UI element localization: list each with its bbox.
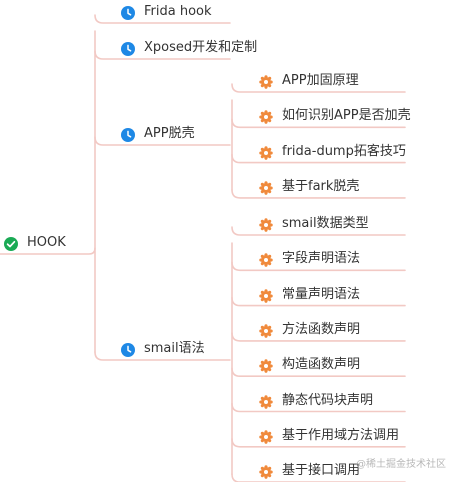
gear-icon <box>259 429 273 444</box>
leaf-node[interactable]: 基于fark脱壳 <box>259 176 359 198</box>
gear-icon <box>259 323 273 338</box>
branch-node-label: smail语法 <box>144 341 205 356</box>
leaf-node-label: 基于接口调用 <box>282 463 361 479</box>
clock-icon <box>121 342 135 357</box>
leaf-node-label: 字段声明语法 <box>282 251 361 267</box>
leaf-connector <box>231 438 406 448</box>
branch-node[interactable]: APP脱壳 <box>121 123 195 145</box>
leaf-connector <box>231 261 406 272</box>
leaf-connector <box>231 189 406 199</box>
clock-icon <box>121 127 135 142</box>
leaf-connector <box>231 296 406 307</box>
leaf-node-label: 如何识别APP是否加壳 <box>282 108 411 124</box>
leaf-node[interactable]: 常量声明语法 <box>259 284 360 306</box>
leaf-node[interactable]: 方法函数声明 <box>259 319 360 341</box>
leaf-connector <box>231 226 406 236</box>
branch-node[interactable]: Frida hook <box>121 1 212 23</box>
branch-connector <box>94 50 231 60</box>
leaf-node-label: frida-dump拓客技巧 <box>282 143 406 159</box>
leaf-node[interactable]: 基于作用域方法调用 <box>259 425 399 447</box>
leaf-connector <box>231 473 406 482</box>
leaf-connector <box>231 367 406 377</box>
leaf-node[interactable]: 基于接口调用 <box>259 460 360 482</box>
leaf-node-label: 静态代码块声明 <box>282 392 374 408</box>
leaf-connector <box>231 118 406 129</box>
leaf-connector <box>231 402 406 413</box>
gear-icon <box>259 252 273 268</box>
branch-connector <box>94 14 231 24</box>
branch-connector <box>94 136 231 146</box>
leaf-connector <box>231 83 406 93</box>
gear-icon <box>259 109 273 125</box>
leaf-node[interactable]: 静态代码块声明 <box>259 390 373 412</box>
leaf-node-label: smail数据类型 <box>282 216 369 231</box>
leaf-node[interactable]: APP加固原理 <box>259 70 359 92</box>
leaf-connector <box>231 332 406 342</box>
leaf-node[interactable]: 字段声明语法 <box>259 248 360 270</box>
branch-node-label: Frida hook <box>144 4 212 19</box>
clock-icon <box>121 5 135 20</box>
root-node[interactable]: HOOK <box>4 232 66 254</box>
clock-icon <box>121 41 135 56</box>
leaf-connector <box>231 153 406 164</box>
branch-node[interactable]: Xposed开发和定制 <box>121 37 257 59</box>
branch-node-label: APP脱壳 <box>144 126 195 141</box>
check-circle-icon <box>4 236 18 251</box>
gear-icon <box>259 180 273 195</box>
gear-icon <box>259 145 273 160</box>
leaf-node-label: 常量声明语法 <box>282 286 361 302</box>
leaf-node-label: 基于作用域方法调用 <box>282 427 400 443</box>
watermark: @稀土掘金技术社区 <box>356 459 446 470</box>
branch-connector <box>94 351 231 361</box>
branch-node[interactable]: smail语法 <box>121 338 205 360</box>
leaf-node-label: 构造函数声明 <box>282 357 361 373</box>
leaf-node-label: 方法函数声明 <box>282 321 361 337</box>
gear-icon <box>259 217 273 232</box>
leaf-node-label: 基于fark脱壳 <box>282 178 360 194</box>
leaf-node[interactable]: frida-dump拓客技巧 <box>259 141 406 163</box>
leaf-node[interactable]: 如何识别APP是否加壳 <box>259 105 411 127</box>
leaf-node[interactable]: smail数据类型 <box>259 213 369 235</box>
gear-icon <box>259 358 273 373</box>
gear-icon <box>259 464 273 479</box>
leaf-node-label: APP加固原理 <box>282 73 359 88</box>
gear-icon <box>259 74 273 89</box>
branch-node-label: Xposed开发和定制 <box>144 40 258 55</box>
gear-icon <box>259 394 273 409</box>
root-node-label: HOOK <box>27 235 66 250</box>
leaf-node[interactable]: 构造函数声明 <box>259 354 360 376</box>
gear-icon <box>259 288 273 303</box>
